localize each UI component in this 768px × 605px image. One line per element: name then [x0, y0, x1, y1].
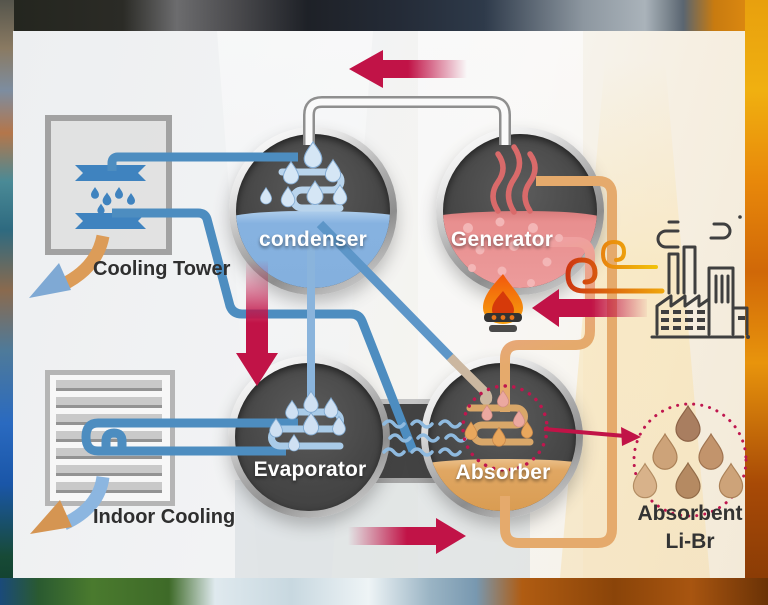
vessel-absorber	[421, 356, 583, 518]
condenser-interior	[236, 134, 390, 288]
photo-collage-top-strip	[0, 0, 768, 31]
vessel-generator	[436, 127, 604, 295]
photo-collage-bottom-strip	[0, 578, 768, 605]
cooling-tower-icon	[75, 165, 146, 229]
photo-collage-left-strip	[0, 0, 14, 605]
absorbent-label: Absorbent Li-Br	[638, 500, 743, 556]
generator-label: Generator	[450, 228, 554, 251]
absorbent-label-line1: Absorbent	[637, 502, 743, 525]
vessel-evaporator	[228, 356, 390, 518]
indoor-cooling-label: Indoor Cooling	[93, 506, 236, 528]
evaporator-interior	[235, 363, 383, 511]
cooling-tower-box	[45, 115, 172, 255]
cooling-tower-label: Cooling Tower	[93, 258, 231, 280]
absorbent-label-line2: Li-Br	[665, 530, 715, 553]
photo-collage-right-strip	[745, 0, 768, 605]
absorber-interior	[428, 363, 576, 511]
condenser-label: condenser	[259, 228, 367, 251]
indoor-cooling-box	[45, 370, 175, 506]
indoor-cooling-icon	[56, 380, 162, 493]
generator-interior	[443, 134, 597, 288]
evaporator-label: Evaporator	[253, 458, 367, 481]
absorber-label: Absorber	[455, 461, 551, 484]
vessel-condenser	[229, 127, 397, 295]
